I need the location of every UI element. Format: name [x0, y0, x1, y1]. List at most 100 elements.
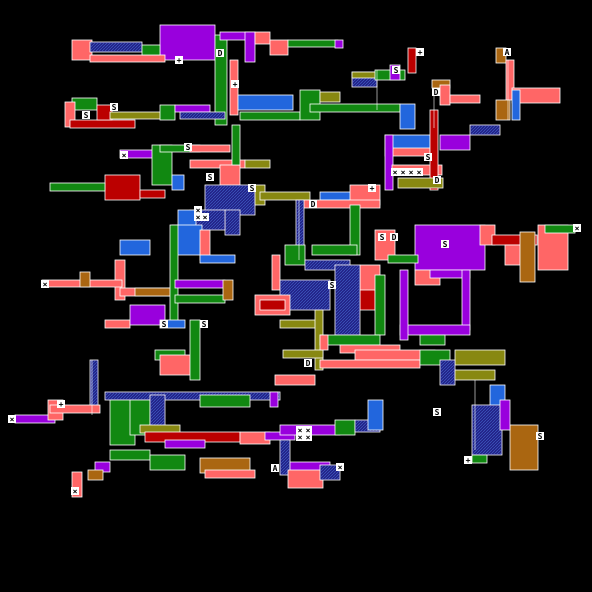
room-100 [279, 319, 321, 329]
hatched-floor [321, 466, 339, 479]
cross-marker: + [177, 56, 182, 65]
x-marker: × [10, 415, 15, 424]
room-82 [519, 231, 536, 283]
room-158 [71, 471, 83, 498]
x-marker-box [304, 426, 312, 434]
x-marker: × [196, 206, 201, 215]
room-27 [511, 89, 521, 121]
room-149 [334, 419, 356, 436]
x-marker: × [73, 487, 78, 496]
room-115 [471, 454, 488, 464]
x-marker-box [8, 415, 16, 423]
hatched-floor [151, 396, 164, 429]
start-marker: S [443, 240, 448, 249]
start-marker: S [84, 111, 89, 120]
room-48 [104, 174, 141, 201]
room-87 [461, 269, 471, 331]
room-106 [319, 359, 421, 369]
room-58 [199, 254, 236, 264]
x-marker-box [399, 168, 407, 176]
x-marker-box [336, 463, 344, 471]
room-126 [104, 319, 131, 329]
room-43 [189, 144, 231, 153]
x-marker: × [417, 168, 422, 177]
start-marker: S [202, 320, 207, 329]
door-marker-box [432, 88, 440, 96]
x-marker-box [194, 213, 202, 221]
room-93 [359, 289, 376, 311]
x-marker: × [122, 151, 127, 160]
hatched-floor [297, 201, 303, 259]
hatched-floor [356, 421, 379, 431]
hatched-floor [473, 406, 501, 454]
door-marker: D [434, 88, 439, 97]
x-marker: × [401, 168, 406, 177]
x-marker-box [120, 151, 128, 159]
door-marker-box [216, 49, 224, 57]
x-marker: × [306, 433, 311, 442]
hatched-floor [336, 266, 359, 334]
x-marker-box [194, 206, 202, 214]
room-11 [334, 39, 344, 49]
room-47 [231, 124, 241, 166]
start-marker: S [394, 66, 399, 75]
x-marker-box [415, 168, 423, 176]
start-marker-box [328, 281, 336, 289]
rooms-layer [14, 24, 576, 498]
room-38 [174, 104, 211, 113]
room-8 [254, 31, 271, 45]
x-marker-box [71, 487, 79, 495]
start-marker: S [435, 408, 440, 417]
start-marker-box [392, 66, 400, 74]
room-78 [414, 224, 486, 271]
room-122 [169, 224, 179, 326]
room-20 [351, 71, 378, 79]
x-marker-box [296, 433, 304, 441]
cross-marker: + [466, 456, 471, 465]
room-14 [239, 111, 301, 121]
room-96 [399, 269, 409, 341]
start-marker-box [536, 432, 544, 440]
cross-marker-box [231, 80, 239, 88]
room-138 [199, 394, 251, 408]
x-marker: × [575, 224, 580, 233]
room-113 [509, 424, 539, 471]
room-125 [222, 279, 234, 301]
room-46 [244, 159, 271, 169]
room-119 [79, 271, 91, 288]
x-marker-box [304, 433, 312, 441]
room-68 [271, 254, 281, 291]
room-13 [237, 94, 294, 111]
x-marker: × [393, 168, 398, 177]
cross-marker-box [175, 56, 183, 64]
room-50 [139, 189, 166, 199]
start-marker: S [112, 103, 117, 112]
start-marker-box [200, 320, 208, 328]
room-124 [174, 294, 226, 304]
door-marker-box [390, 233, 398, 241]
room-121 [134, 287, 176, 297]
room-4 [141, 44, 161, 56]
room-151 [367, 399, 384, 431]
room-88 [399, 324, 471, 336]
room-157 [87, 469, 104, 481]
door-marker: D [218, 49, 223, 58]
room-139 [269, 391, 279, 408]
room-163 [319, 334, 329, 351]
room-1 [71, 39, 93, 61]
hatched-floor [281, 441, 289, 474]
room-108 [454, 349, 506, 366]
room-152 [109, 449, 151, 461]
door-marker: D [311, 200, 316, 209]
room-110 [454, 369, 496, 381]
room-131 [189, 319, 201, 381]
item-marker: A [273, 464, 278, 473]
room-9 [269, 39, 289, 56]
hatched-floor [106, 393, 279, 399]
hatched-floor [206, 186, 254, 214]
cross-marker-box [464, 456, 472, 464]
room-89 [419, 334, 446, 346]
room-136 [49, 404, 101, 414]
start-marker: S [208, 173, 213, 182]
